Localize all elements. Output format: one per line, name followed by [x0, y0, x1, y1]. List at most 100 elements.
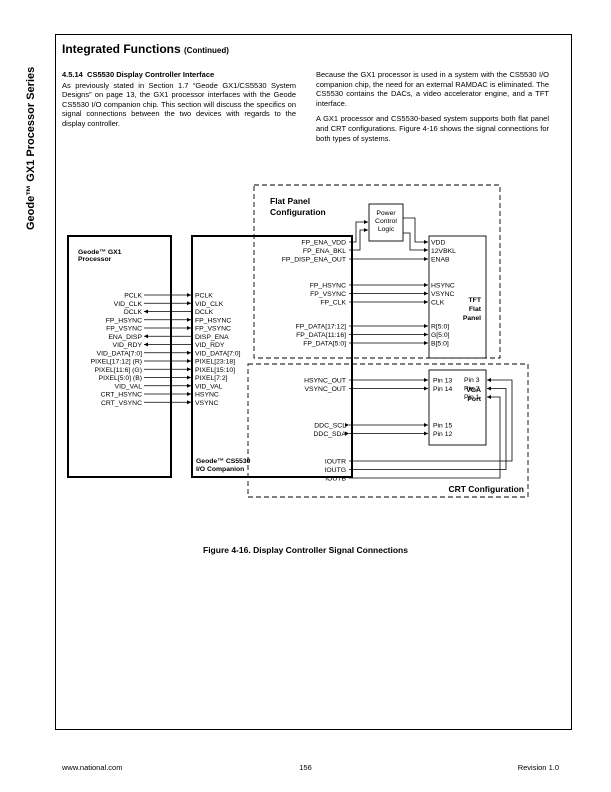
vga-port-box: [428, 369, 487, 446]
tft-data-label: R[5:0]: [431, 324, 449, 331]
vga-pin-label: Pin 12: [433, 431, 452, 438]
cs5530-signal-label: VID_VAL: [195, 383, 223, 390]
left-column: 4.5.14 CS5530 Display Controller Interfa…: [62, 70, 296, 135]
cs5530-signal-label: DISP_ENA: [195, 334, 229, 341]
gx1-signal-label: VID_DATA[7:0]: [97, 350, 143, 357]
gx1-signal-label: VID_CLK: [114, 301, 143, 308]
cs5530-signal-label: FP_VSYNC: [195, 326, 231, 333]
paragraph-2: Because the GX1 processor is used in a s…: [316, 70, 549, 108]
gx1-signal-label: PCLK: [124, 293, 142, 300]
gx1-signal-label: PIXEL[17:12] (R): [91, 359, 142, 366]
tft-power-label: VDD: [431, 240, 445, 247]
fp-ena-bkl-wire: [349, 228, 368, 251]
cs5530-signal-label: PCLK: [195, 293, 213, 300]
footer-revision: Revision 1.0: [517, 763, 559, 772]
cs5530-title: I/O Companion: [196, 466, 244, 473]
gx1-title: Geode™ GX1: [78, 249, 122, 256]
cs5530-fp-data-label: FP_DATA[5:0]: [303, 341, 346, 348]
tft-sync-label: CLK: [431, 300, 445, 307]
crt-config-box: [247, 363, 529, 498]
cs5530-fp-data-label: FP_DATA[17:12]: [296, 324, 346, 331]
cs5530-signal-label: HSYNC: [195, 392, 219, 399]
tft-power-label: 12VBKL: [431, 248, 456, 255]
gx1-signal-label: VID_VAL: [115, 383, 143, 390]
cs5530-signal-label: VID_CLK: [195, 301, 224, 308]
cs5530-signal-label: PIXEL[15:10]: [195, 367, 235, 374]
power-control-logic-box: [368, 203, 404, 242]
tft-panel-title: TFT: [469, 297, 482, 304]
cs5530-iout-label: IOUTR: [325, 459, 346, 466]
header-continued: (Continued): [184, 46, 229, 55]
iout-wire: [349, 378, 513, 462]
crt-config-title: CRT Configuration: [448, 484, 524, 494]
iout-wire: [349, 395, 501, 479]
cs5530-title: Geode™ CS5530: [196, 458, 251, 465]
gx1-signal-label: CRT_VSYNC: [101, 400, 142, 407]
cs5530-signal-label: PIXEL[7:2]: [195, 375, 228, 382]
vga-port-title: Port: [467, 396, 481, 403]
cs5530-signal-label: VID_DATA[7:0]: [195, 350, 241, 357]
side-title: Geode™ GX1 Processor Series: [25, 66, 37, 230]
cs5530-fp-sync-label: FP_HSYNC: [310, 283, 346, 290]
cs5530-box: [191, 235, 353, 478]
header-title: Integrated Functions: [62, 42, 181, 56]
cs5530-fp-power-label: FP_DISP_ENA_OUT: [282, 257, 346, 264]
footer-page-number: 156: [299, 763, 312, 772]
vga-pin-label: Pin 3: [464, 377, 480, 384]
cs5530-fp-data-label: FP_DATA[11:16]: [296, 332, 346, 339]
vga-pin-label: Pin 15: [433, 423, 452, 430]
gx1-signal-label: ENA_DISP: [108, 334, 142, 341]
gx1-signal-label: DCLK: [124, 309, 143, 316]
cs5530-ddc-label: DDC_SCL: [314, 423, 346, 430]
gx1-signal-label: FP_HSYNC: [106, 317, 142, 324]
cs5530-crt-sync-label: VSYNC_OUT: [304, 386, 346, 393]
paragraph-1: As previously stated in Section 1.7 “Geo…: [62, 80, 296, 128]
cs5530-signal-label: DCLK: [195, 309, 214, 316]
vdd-wire: [403, 217, 428, 244]
tft-power-label: ENAB: [431, 257, 450, 264]
page-header: Integrated Functions (Continued): [62, 42, 229, 56]
cs5530-signal-label: VSYNC: [195, 400, 219, 407]
cs5530-fp-sync-label: FP_CLK: [320, 300, 346, 307]
tft-panel-title: Flat: [469, 306, 482, 313]
section-number: 4.5.14: [62, 70, 83, 79]
power-control-logic-label: Logic: [378, 226, 395, 233]
gx1-signal-label: PIXEL[11:6] (G): [95, 367, 142, 374]
tft-sync-label: VSYNC: [431, 291, 455, 298]
figure-caption: Figure 4-16. Display Controller Signal C…: [203, 545, 408, 555]
cs5530-signal-label: PIXEL[23:18]: [195, 359, 235, 366]
tft-panel-title: Panel: [463, 315, 481, 322]
footer-url: www.national.com: [62, 763, 123, 772]
right-column: Because the GX1 processor is used in a s…: [316, 70, 549, 149]
cs5530-signal-label: VID_RDY: [195, 342, 225, 349]
flat-panel-title: Configuration: [270, 207, 326, 217]
gx1-title: Processor: [78, 256, 112, 263]
cs5530-fp-power-label: FP_ENA_BKL: [303, 248, 346, 255]
cs5530-crt-sync-label: HSYNC_OUT: [304, 378, 346, 385]
vga-pin-label: Pin 2: [464, 386, 480, 393]
vga-port-title: VGA: [466, 387, 481, 394]
gx1-signal-label: VID_RDY: [113, 342, 143, 349]
content-frame: [55, 34, 572, 730]
bkl-wire: [403, 232, 428, 252]
gx1-signal-label: PIXEL[5:0] (B): [99, 375, 142, 382]
flat-panel-title: Flat Panel: [270, 196, 310, 206]
vga-pin-label: Pin 1: [464, 394, 480, 401]
power-control-logic-label: Power: [376, 210, 396, 217]
tft-data-label: B[5:0]: [431, 341, 449, 348]
flat-panel-config-box: [253, 184, 501, 359]
fp-ena-vdd-wire: [349, 220, 368, 243]
cs5530-signal-label: FP_HSYNC: [195, 317, 231, 324]
cs5530-ddc-label: DDC_SDA: [314, 431, 347, 438]
cs5530-fp-power-label: FP_ENA_VDD: [301, 240, 346, 247]
iout-wire: [349, 386, 507, 470]
cs5530-iout-label: IOUTB: [325, 476, 346, 483]
cs5530-fp-sync-label: FP_VSYNC: [310, 291, 346, 298]
section-title: CS5530 Display Controller Interface: [87, 70, 215, 79]
tft-panel-box: [428, 235, 487, 359]
vga-pin-label: Pin 13: [433, 378, 452, 385]
cs5530-iout-label: IOUTG: [324, 467, 346, 474]
gx1-processor-box: [67, 235, 172, 478]
tft-sync-label: HSYNC: [431, 283, 455, 290]
